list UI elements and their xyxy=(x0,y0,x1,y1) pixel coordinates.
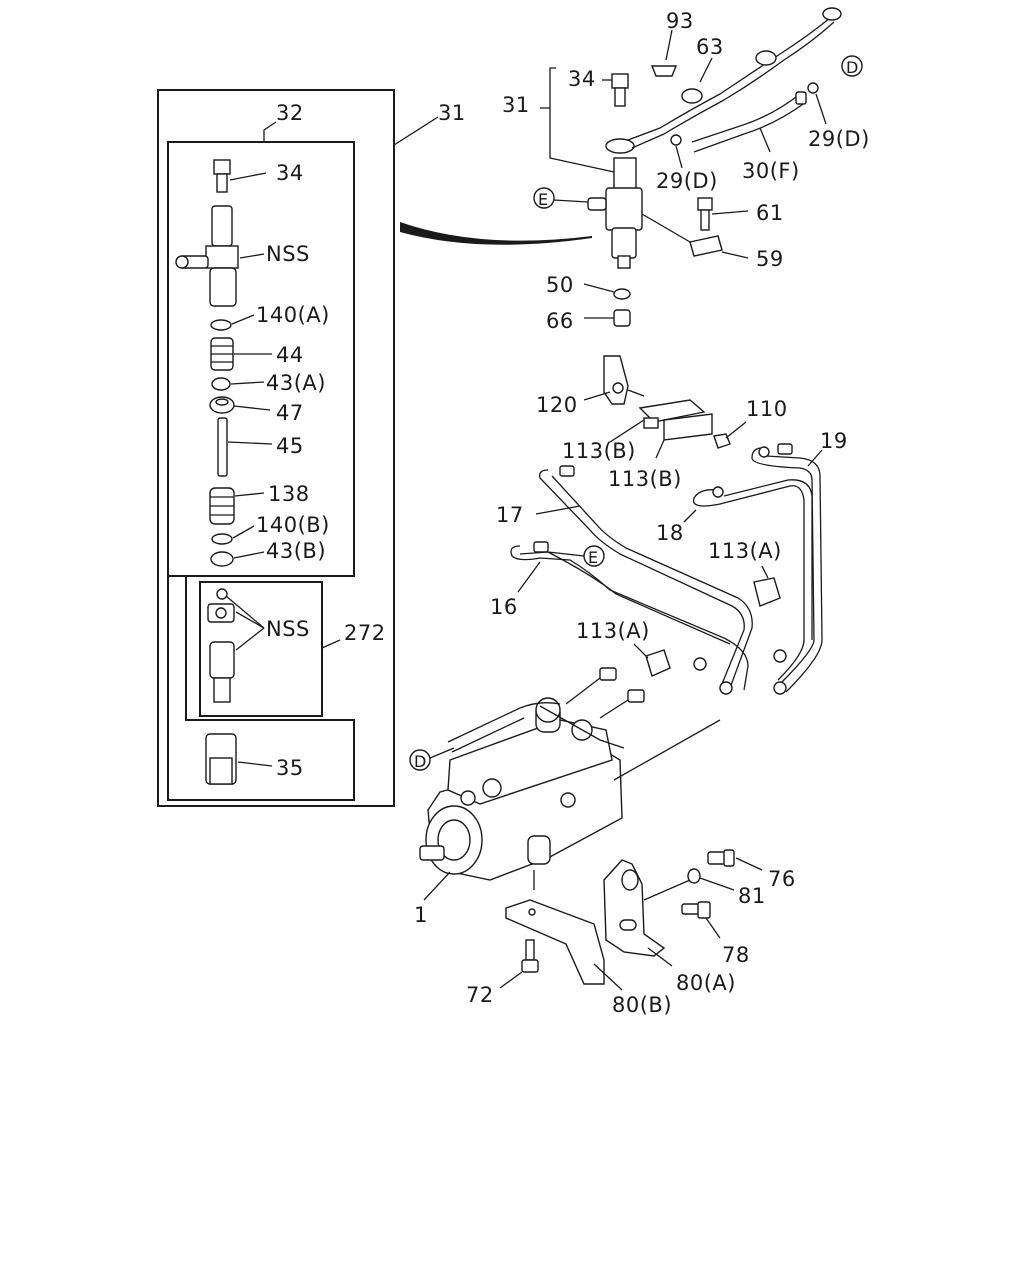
label-e-top: E xyxy=(538,190,549,209)
box-washer-140a xyxy=(210,314,255,331)
label-34-top: 34 xyxy=(568,67,596,91)
label-110: 110 xyxy=(746,397,788,421)
label-140b: 140(B) xyxy=(256,513,330,537)
bracket-80b xyxy=(505,899,623,991)
clamp-113b-1 xyxy=(609,399,706,443)
circle-d-left xyxy=(409,747,455,771)
label-d-top: D xyxy=(846,58,859,77)
label-43a: 43(A) xyxy=(266,371,326,395)
cap-66 xyxy=(584,309,631,327)
box-spring-138 xyxy=(209,487,265,525)
label-43b: 43(B) xyxy=(266,539,326,563)
label-31-box: 31 xyxy=(438,101,466,125)
label-93: 93 xyxy=(666,9,694,33)
label-113b-1: 113(B) xyxy=(562,439,636,463)
label-31-top: 31 xyxy=(502,93,530,117)
label-80a: 80(A) xyxy=(676,971,736,995)
bolt-61 xyxy=(697,197,749,231)
label-76: 76 xyxy=(768,867,796,891)
leak-off-pipe-63 xyxy=(627,7,842,149)
box-nozzle-272 xyxy=(207,588,341,703)
pipe-18 xyxy=(683,479,813,681)
clamp-113a-2 xyxy=(633,643,671,677)
circle-e-top xyxy=(533,187,589,209)
label-47: 47 xyxy=(276,401,304,425)
nut-110 xyxy=(713,421,747,449)
clamp-59 xyxy=(689,235,749,259)
pipe-19 xyxy=(751,443,823,693)
box-injector-holder xyxy=(175,205,265,307)
ring-50 xyxy=(583,283,631,300)
label-140a: 140(A) xyxy=(256,303,330,327)
label-18: 18 xyxy=(656,521,684,545)
label-35: 35 xyxy=(276,756,304,780)
label-17: 17 xyxy=(496,503,524,527)
box-rod-45 xyxy=(217,417,273,477)
label-19: 19 xyxy=(820,429,848,453)
pipe-17 xyxy=(535,465,753,689)
box-washer-140b xyxy=(211,525,255,545)
box-shim-43b xyxy=(210,551,265,567)
label-34-box: 34 xyxy=(276,161,304,185)
box-shim-43a xyxy=(211,377,265,391)
injection-pump-1 xyxy=(419,697,721,901)
label-30f: 30(F) xyxy=(742,159,800,183)
part-labels: 93 63 34 31 D 29(D) 29(D) 30(F) E 61 59 … xyxy=(256,9,870,1017)
pipe-16 xyxy=(510,541,749,691)
washer-81 xyxy=(687,868,735,891)
injector-assembly-box xyxy=(157,89,439,807)
clamp-113a-1 xyxy=(753,565,781,607)
label-120: 120 xyxy=(536,393,578,417)
label-nss-1: NSS xyxy=(266,242,310,266)
label-50: 50 xyxy=(546,273,574,297)
box-spring-44 xyxy=(210,337,272,371)
label-78: 78 xyxy=(722,943,750,967)
circle-e-mid xyxy=(547,545,605,567)
label-1: 1 xyxy=(414,903,428,927)
label-80b: 80(B) xyxy=(612,993,672,1017)
label-59: 59 xyxy=(756,247,784,271)
sensor-connectors xyxy=(565,667,645,719)
clip-29d-mid xyxy=(670,134,683,169)
label-44: 44 xyxy=(276,343,304,367)
bolt-76 xyxy=(707,849,763,871)
label-29d-right: 29(D) xyxy=(808,127,870,151)
circle-d-top xyxy=(841,55,863,77)
bracket-120 xyxy=(583,355,645,405)
label-32: 32 xyxy=(276,101,304,125)
label-113b-2: 113(B) xyxy=(608,467,682,491)
bracket-80a xyxy=(603,859,691,967)
bolt-72 xyxy=(499,939,539,989)
clip-29d-right xyxy=(807,82,827,125)
label-nss-2: NSS xyxy=(266,617,310,641)
label-272: 272 xyxy=(344,621,386,645)
label-e-mid: E xyxy=(588,548,599,567)
label-61: 61 xyxy=(756,201,784,225)
nut-93 xyxy=(650,29,678,77)
callout-wedge xyxy=(400,222,592,245)
label-d-left: D xyxy=(414,752,427,771)
clamp-113b-2 xyxy=(655,413,713,459)
injector-31 xyxy=(540,67,691,269)
bolt-78 xyxy=(681,901,721,939)
label-81: 81 xyxy=(738,884,766,908)
box-bolt-34 xyxy=(213,159,267,193)
label-113a-1: 113(A) xyxy=(708,539,782,563)
label-138: 138 xyxy=(268,482,310,506)
hose-30f xyxy=(691,91,807,153)
label-63: 63 xyxy=(696,35,724,59)
box-nut-35 xyxy=(205,733,273,785)
pipe-nuts xyxy=(693,649,787,695)
label-29d-mid: 29(D) xyxy=(656,169,718,193)
label-16: 16 xyxy=(490,595,518,619)
label-45: 45 xyxy=(276,434,304,458)
label-113a-2: 113(A) xyxy=(576,619,650,643)
label-72: 72 xyxy=(466,983,494,1007)
label-66: 66 xyxy=(546,309,574,333)
box-seat-47 xyxy=(209,396,271,414)
bolt-34-top xyxy=(602,73,629,107)
